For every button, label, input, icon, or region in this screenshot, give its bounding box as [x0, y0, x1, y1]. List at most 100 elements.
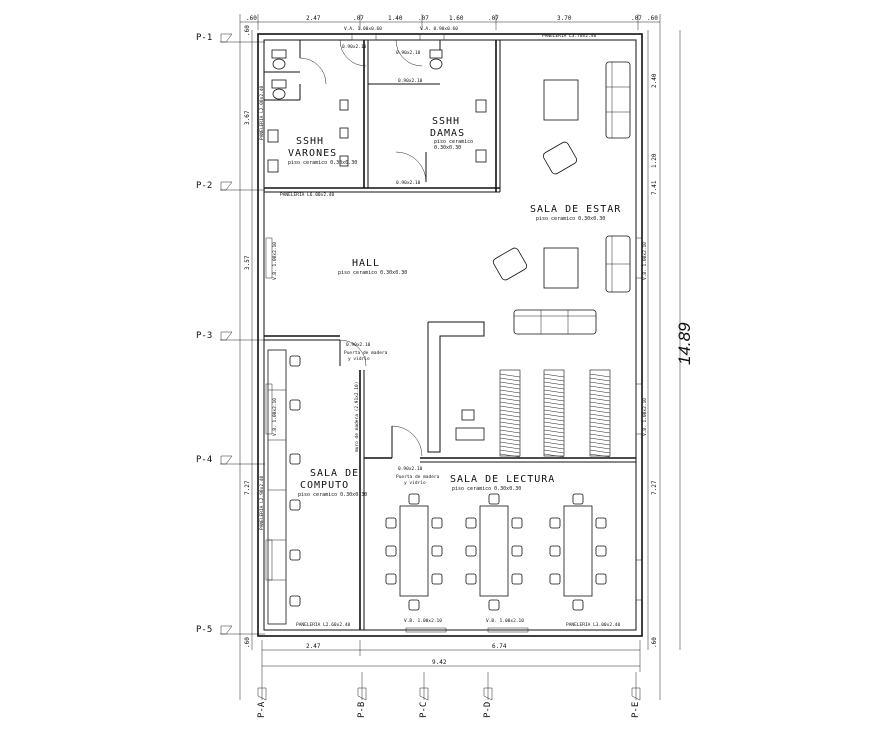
- dim-left-0: 3.67: [244, 110, 251, 125]
- dim-left-1: 3.57: [244, 255, 251, 270]
- damas-finish-1: piso ceramico: [434, 139, 473, 145]
- axis-p5-marker: [220, 625, 233, 635]
- window-markers: [265, 33, 643, 633]
- axis-p1-label: P-1: [196, 33, 212, 43]
- dim-top-2: .07: [353, 15, 364, 22]
- chair: [385, 545, 397, 557]
- axis-pc-label: P-C: [419, 702, 429, 718]
- vertical-axes: P-A P-B P-C P-D P-E: [257, 672, 641, 718]
- book-shelves: [499, 369, 611, 458]
- note-door-size-4: 0.90x2.10: [396, 180, 421, 186]
- dim-left-3: .60: [244, 25, 251, 36]
- computo-title-2: COMPUTO: [300, 480, 349, 491]
- overall-height: 14.89: [675, 322, 694, 365]
- dim-right-2: 7.41: [651, 180, 658, 195]
- lectura-finish: piso ceramico 0.30x0.30: [452, 486, 521, 492]
- hall-finish: piso ceramico 0.30x0.30: [338, 270, 407, 276]
- note-panel-varones: PANELERIA L2.00x2.40: [259, 86, 265, 140]
- computo-desks: [267, 339, 423, 625]
- note-door-lectura-1: Puerta de madera: [396, 474, 440, 480]
- note-vent-6: V.B. 1.00x2.10: [642, 398, 648, 436]
- note-vent-4: V.B. 1.00x2.10: [272, 398, 278, 436]
- note-door-size-3: 0.90x2.10: [398, 78, 423, 84]
- axis-p3-label: P-3: [196, 331, 212, 341]
- axis-p4-label: P-4: [196, 455, 212, 465]
- chair: [431, 573, 443, 585]
- axis-p5-label: P-5: [196, 625, 212, 635]
- axis-p2-marker: [220, 181, 233, 191]
- note-vent-5: V.B. 1.00x2.10: [642, 242, 648, 280]
- note-door-size-1: 0.90x2.10: [342, 44, 367, 50]
- chair: [488, 493, 500, 505]
- chair: [431, 517, 443, 529]
- dim-top-5: 1.60: [449, 15, 464, 22]
- axis-pa-label: P-A: [257, 701, 267, 718]
- chair: [572, 493, 584, 505]
- annotations: PANELERIA L3.70x2.40 PANELERIA L6.00x2.4…: [259, 26, 648, 628]
- axis-p3-marker: [220, 331, 233, 341]
- chair: [408, 493, 420, 505]
- horizontal-axes: P-1 P-2 P-3 P-4 P-5: [196, 33, 265, 635]
- side-dimensions: 3.67 3.57 7.27 .60 .60 2.40 1.20 7.41 7.…: [244, 25, 694, 648]
- note-vent-1: V.A. 1.00x0.60: [344, 26, 382, 32]
- chair: [465, 545, 477, 557]
- chair: [511, 517, 523, 529]
- chair: [465, 517, 477, 529]
- interior-walls: [264, 40, 636, 630]
- damas-fixtures: [368, 39, 487, 183]
- axis-p1-marker: [220, 33, 233, 43]
- exterior-walls: [257, 33, 643, 637]
- note-vent-2: V.A. 0.90x0.60: [420, 26, 458, 32]
- axis-p2-label: P-2: [196, 181, 212, 191]
- dim-right-0: 2.40: [651, 73, 658, 88]
- bottom-dimensions: 2.47 6.74 9.42: [306, 643, 507, 666]
- note-door-size-lectura: 0.90x2.10: [398, 466, 423, 472]
- room-labels: SSHH VARONES piso ceramico 0.30x0.30 SSH…: [288, 116, 620, 498]
- dim-top-6: .07: [488, 15, 499, 22]
- chair: [408, 599, 420, 611]
- dim-right-4: .60: [651, 637, 658, 648]
- note-vent-7: V.B. 1.00x2.10: [404, 618, 442, 624]
- varones-finish: piso ceramico 0.30x0.30: [288, 160, 357, 166]
- chair: [465, 573, 477, 585]
- computo-finish: piso ceramico 0.30x0.30: [298, 492, 367, 498]
- damas-title-2: DAMAS: [430, 128, 465, 139]
- chair: [595, 517, 607, 529]
- note-door-hall-1: Puerta de madera: [344, 350, 388, 356]
- dim-top-4: .07: [418, 15, 429, 22]
- dim-right-3: 7.27: [651, 480, 658, 495]
- note-door-hall-2: y vidrio: [348, 356, 370, 362]
- dim-bottom-0: 2.47: [306, 643, 321, 650]
- dim-left-4: .60: [244, 637, 251, 648]
- dim-top-3: 1.40: [388, 15, 403, 22]
- chair: [572, 599, 584, 611]
- reading-tables: [385, 493, 607, 611]
- varones-title-1: SSHH: [296, 136, 324, 147]
- note-wall: muro de madera (2.91x2.10): [354, 382, 360, 452]
- reading-table: [399, 505, 429, 597]
- damas-title-1: SSHH: [432, 116, 460, 127]
- note-panel-bottom-left: PANELERIA L2.60x2.40: [296, 622, 350, 628]
- estar-finish: piso ceramico 0.30x0.30: [536, 216, 605, 222]
- damas-finish-2: 0.30x0.30: [434, 145, 461, 151]
- dim-bottom-total: 9.42: [432, 659, 447, 666]
- chair: [549, 573, 561, 585]
- axis-pe-label: P-E: [631, 702, 641, 718]
- dim-top-0: .60: [246, 15, 257, 22]
- note-vent-3: V.B. 1.00x2.10: [272, 242, 278, 280]
- note-vent-8: V.B. 1.00x2.10: [486, 618, 524, 624]
- hall-title: HALL: [352, 258, 380, 269]
- reading-table: [479, 505, 509, 597]
- axis-pb-label: P-B: [357, 702, 367, 718]
- note-panel-bottom-right: PANELERIA L3.00x2.40: [566, 622, 620, 628]
- dim-left-2: 7.27: [244, 480, 251, 495]
- note-panel-computo: PANELERIA L2.90x2.40: [259, 476, 265, 530]
- note-door-size-2: 0.90x2.10: [396, 50, 421, 56]
- chair: [595, 573, 607, 585]
- axis-p4-marker: [220, 455, 233, 465]
- dim-top-1: 2.47: [306, 15, 321, 22]
- chair: [431, 545, 443, 557]
- chair: [511, 573, 523, 585]
- chair: [549, 517, 561, 529]
- note-panel-top: PANELERIA L3.70x2.40: [542, 33, 596, 39]
